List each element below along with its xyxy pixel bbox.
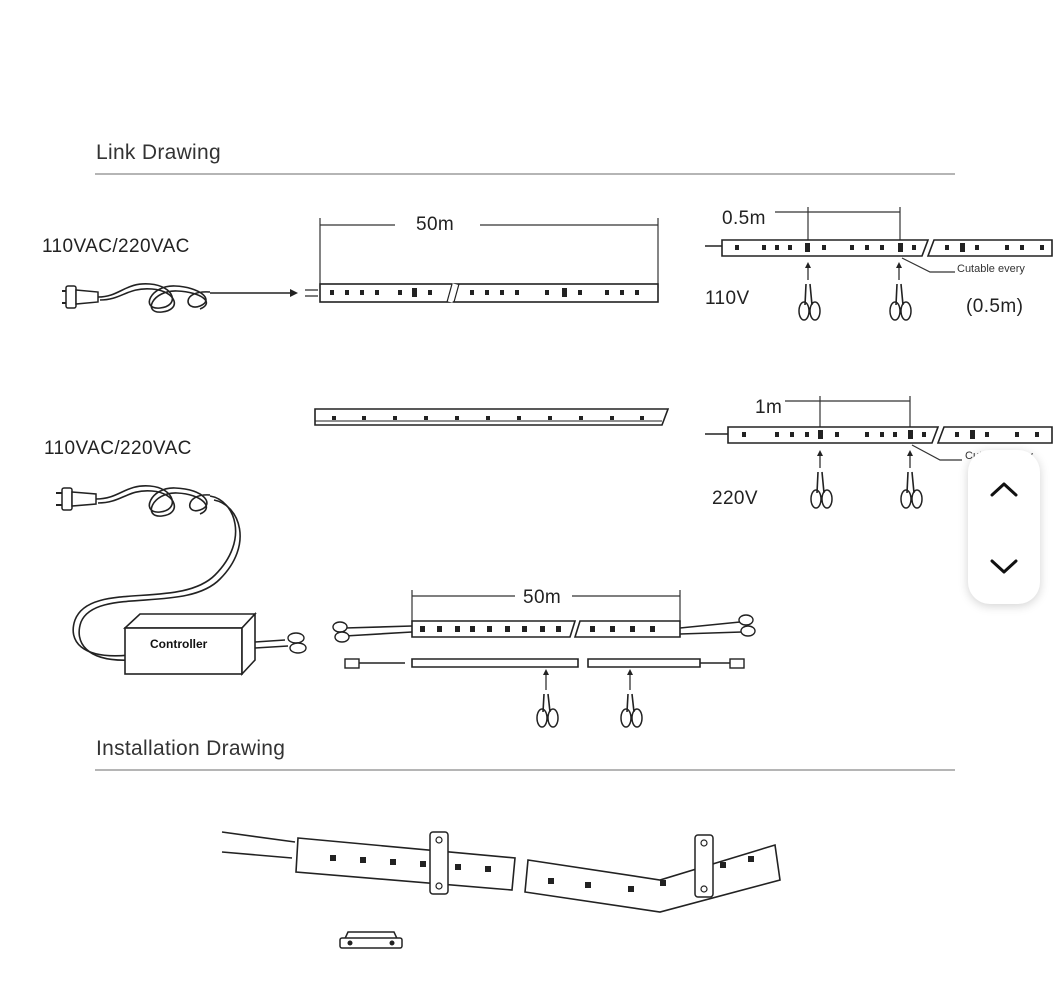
led-strip-top	[305, 283, 659, 303]
chevron-down-icon	[990, 559, 1018, 574]
led-strip-220v	[705, 426, 1053, 461]
voltage-110v: 110V	[705, 288, 750, 309]
dimension-1m	[785, 396, 911, 428]
length-label-bottom: 50m	[523, 587, 562, 608]
dimension-50m-bottom	[411, 590, 681, 622]
led-strip-110v	[705, 239, 1053, 273]
mounting-clip-icon	[339, 931, 403, 949]
scissors-icon-bottom-b	[620, 669, 643, 728]
voltage-label-bottom: 110VAC/220VAC	[44, 438, 192, 459]
chevron-up-icon	[990, 482, 1018, 497]
dimension-05m	[775, 207, 901, 240]
controller-label: Controller	[150, 637, 208, 651]
scroll-up-button[interactable]	[968, 458, 1040, 520]
cutable-label-a: Cutable every	[957, 263, 1025, 275]
installation-drawing-divider	[95, 769, 955, 771]
scissors-icon-110v-b	[889, 262, 912, 321]
scroll-down-button[interactable]	[968, 536, 1040, 598]
voltage-220v: 220V	[712, 488, 758, 509]
led-strip-bottom	[332, 614, 756, 643]
installation-drawing-title: Installation Drawing	[96, 737, 286, 760]
plug-icon-top	[62, 283, 298, 313]
scissors-icon-110v-a	[798, 262, 821, 321]
link-drawing-title: Link Drawing	[96, 141, 221, 164]
scroll-navigation	[968, 450, 1040, 604]
cut-interval-05: 0.5m	[722, 208, 766, 229]
link-drawing-divider	[95, 173, 955, 175]
scissors-icon-bottom-a	[536, 669, 559, 728]
led-strip-bottom-cut	[344, 658, 745, 669]
scissors-icon-220v-a	[810, 450, 833, 509]
dimension-50m-top	[319, 218, 659, 288]
installation-strip	[221, 831, 781, 913]
scissors-icon-220v-b	[900, 450, 923, 509]
plug-icon-bottom	[56, 485, 241, 661]
cut-interval-1: 1m	[755, 397, 783, 418]
length-label-top: 50m	[416, 214, 455, 235]
led-strip-middle	[314, 408, 670, 426]
cut-note: (0.5m)	[966, 296, 1024, 317]
mounting-clip-b	[694, 834, 714, 898]
controller-box	[122, 611, 307, 677]
voltage-label-top: 110VAC/220VAC	[42, 236, 190, 257]
mounting-clip-a	[429, 831, 449, 895]
